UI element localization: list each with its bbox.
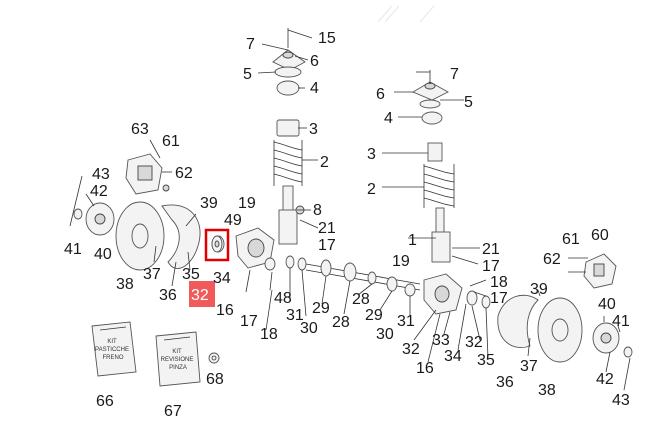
part-callout-43[interactable]: 43 — [612, 392, 630, 409]
part-callout-61[interactable]: 61 — [162, 133, 180, 150]
part-callout-33[interactable]: 33 — [432, 332, 450, 349]
part-callout-67[interactable]: 67 — [164, 403, 182, 420]
part-callout-63[interactable]: 63 — [131, 121, 149, 138]
part-callout-4[interactable]: 4 — [310, 80, 319, 97]
part-callout-16[interactable]: 16 — [216, 302, 234, 319]
part-callout-18[interactable]: 18 — [490, 274, 508, 291]
part-callout-40[interactable]: 40 — [598, 296, 616, 313]
part-callout-2[interactable]: 2 — [320, 154, 329, 171]
part-callout-17[interactable]: 17 — [318, 237, 336, 254]
part-callout-36[interactable]: 36 — [496, 374, 514, 391]
part-callout-34[interactable]: 34 — [444, 348, 462, 365]
kit-label-line: PASTICCHE — [95, 347, 129, 353]
part-callout-49[interactable]: 49 — [224, 212, 242, 229]
right-strut-drawing — [382, 70, 480, 265]
part-callout-6[interactable]: 6 — [310, 53, 319, 70]
part-callout-8[interactable]: 8 — [313, 202, 322, 219]
kit-label-line: REVISIONE — [161, 357, 194, 363]
driveshaft-drawing — [211, 227, 491, 363]
part-callout-19[interactable]: 19 — [238, 195, 256, 212]
part-callout-30[interactable]: 30 — [300, 320, 318, 337]
part-callout-7[interactable]: 7 — [246, 36, 255, 53]
part-callout-61[interactable]: 61 — [562, 231, 580, 248]
part-callout-17[interactable]: 17 — [490, 290, 508, 307]
selection-box — [204, 228, 230, 262]
part-callout-31[interactable]: 31 — [397, 313, 415, 330]
part-callout-5[interactable]: 5 — [243, 66, 252, 83]
part-callout-17[interactable]: 17 — [240, 313, 258, 330]
caliper-kit-drawing — [155, 331, 201, 387]
part-callout-41[interactable]: 41 — [612, 313, 630, 330]
part-callout-36[interactable]: 36 — [159, 287, 177, 304]
part-callout-6[interactable]: 6 — [376, 86, 385, 103]
part-callout-40[interactable]: 40 — [94, 246, 112, 263]
part-callout-19[interactable]: 19 — [392, 253, 410, 270]
kit-label-line: PINZA — [169, 365, 187, 371]
part-callout-4[interactable]: 4 — [384, 110, 393, 127]
selected-part-callout[interactable]: 32 — [191, 287, 209, 304]
part-callout-3[interactable]: 3 — [367, 146, 376, 163]
part-callout-15[interactable]: 15 — [318, 30, 336, 47]
part-callout-37[interactable]: 37 — [143, 266, 161, 283]
part-callout-38[interactable]: 38 — [538, 382, 556, 399]
part-callout-42[interactable]: 42 — [596, 371, 614, 388]
part-callout-5[interactable]: 5 — [464, 94, 473, 111]
part-callout-3[interactable]: 3 — [309, 121, 318, 138]
watermark-strokes — [377, 5, 435, 23]
brake-pad-kit-drawing — [91, 321, 137, 377]
part-callout-43[interactable]: 43 — [92, 166, 110, 183]
part-callout-35[interactable]: 35 — [477, 352, 495, 369]
part-callout-38[interactable]: 38 — [116, 276, 134, 293]
selection-box-part — [211, 235, 223, 253]
part-callout-32[interactable]: 32 — [465, 334, 483, 351]
part-callout-39[interactable]: 39 — [530, 281, 548, 298]
part-callout-34[interactable]: 34 — [213, 270, 231, 287]
part-callout-17[interactable]: 17 — [482, 258, 500, 275]
part-callout-35[interactable]: 35 — [182, 266, 200, 283]
part-callout-68[interactable]: 68 — [206, 371, 224, 388]
kit-label-line: FRENO — [103, 355, 124, 361]
part-callout-39[interactable]: 39 — [200, 195, 218, 212]
selected-callout-bg — [189, 281, 215, 307]
part-callout-29[interactable]: 29 — [365, 307, 383, 324]
washer-68-drawing — [208, 352, 220, 364]
part-callout-48[interactable]: 48 — [274, 290, 292, 307]
part-callout-42[interactable]: 42 — [90, 183, 108, 200]
part-callout-16[interactable]: 16 — [416, 360, 434, 377]
left-hub-assembly-drawing — [69, 139, 201, 287]
part-callout-32[interactable]: 32 — [402, 341, 420, 358]
part-callout-1[interactable]: 1 — [408, 232, 417, 249]
part-callout-29[interactable]: 29 — [312, 300, 330, 317]
part-callout-62[interactable]: 62 — [175, 165, 193, 182]
part-callout-62[interactable]: 62 — [543, 251, 561, 268]
right-hub-assembly-drawing — [497, 253, 633, 391]
kit-label-line: KIT — [172, 349, 182, 355]
part-callout-41[interactable]: 41 — [64, 241, 82, 258]
part-callout-28[interactable]: 28 — [332, 314, 350, 331]
part-callout-31[interactable]: 31 — [286, 307, 304, 324]
part-callout-37[interactable]: 37 — [520, 358, 538, 375]
part-callout-2[interactable]: 2 — [367, 181, 376, 198]
part-callout-28[interactable]: 28 — [352, 291, 370, 308]
part-callout-21[interactable]: 21 — [482, 241, 500, 258]
part-callout-7[interactable]: 7 — [450, 66, 459, 83]
center-strut-drawing — [257, 28, 319, 245]
part-callout-66[interactable]: 66 — [96, 393, 114, 410]
part-callout-21[interactable]: 21 — [318, 220, 336, 237]
part-callout-30[interactable]: 30 — [376, 326, 394, 343]
part-callout-60[interactable]: 60 — [591, 227, 609, 244]
kit-label-line: KIT — [107, 339, 117, 345]
part-callout-18[interactable]: 18 — [260, 326, 278, 343]
